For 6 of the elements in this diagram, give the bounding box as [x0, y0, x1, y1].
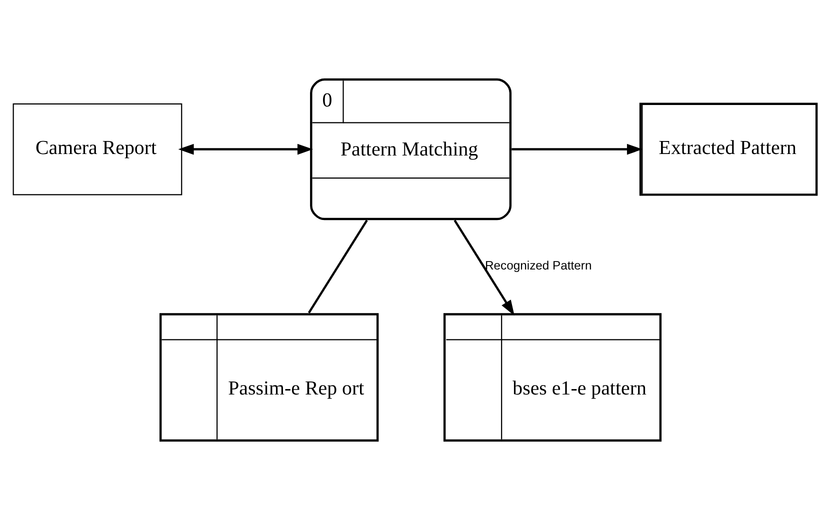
arrow: [178, 144, 313, 155]
node-box: Camera Report: [12, 103, 182, 196]
connector: [308, 220, 368, 314]
arrow: [512, 144, 642, 155]
arrow: [454, 220, 514, 316]
edge-label: Recognized Pattern: [484, 258, 592, 273]
